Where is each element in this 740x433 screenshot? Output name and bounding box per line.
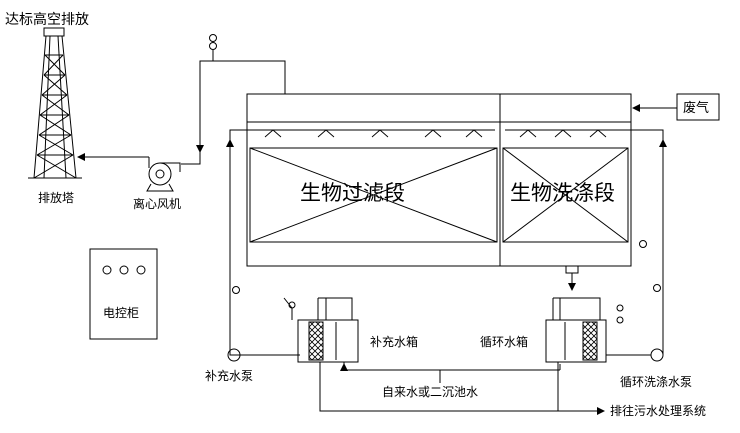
stack-title-label: 达标高空排放: [5, 11, 89, 28]
cabinet-label: 电控柜: [103, 306, 139, 320]
drain-line: [319, 380, 590, 412]
circ-pump-label: 循环洗涤水泵: [620, 375, 692, 389]
discharge-tower-label: 排放塔: [38, 190, 74, 205]
makeup-pump: [227, 330, 300, 362]
water-source-label: 自来水或二沉池水: [382, 385, 478, 399]
circ-tank: [545, 297, 607, 380]
spray-nozzles: [264, 129, 607, 138]
reactor-drain: [565, 265, 579, 274]
discharge-tower: [28, 27, 82, 179]
bio-filter-packing: [249, 147, 498, 243]
makeup-tank-label: 补充水箱: [370, 334, 418, 349]
waste-gas-label: 废气: [683, 100, 709, 116]
water-source-line: [344, 369, 560, 383]
drain-label: 排往污水处理系统: [610, 403, 706, 418]
exhaust-pipe: [181, 34, 286, 165]
bio-filter-label: 生物过滤段: [300, 181, 405, 205]
makeup-water-line: [229, 129, 243, 356]
circ-tank-label: 循环水箱: [480, 334, 528, 349]
fan-label: 离心风机: [133, 196, 181, 211]
level-gauge-icon: [639, 240, 647, 248]
waste-gas-inlet-box: [676, 93, 720, 121]
bio-reactor: [235, 93, 645, 267]
makeup-tank: [283, 297, 359, 380]
bio-wash-packing: [502, 147, 629, 243]
makeup-pump-label: 补充水泵: [205, 368, 253, 383]
centrifugal-fan: [146, 162, 181, 192]
bio-wash-label: 生物洗涤段: [510, 181, 615, 205]
control-cabinet: [89, 248, 158, 340]
circ-pump: [606, 129, 664, 362]
